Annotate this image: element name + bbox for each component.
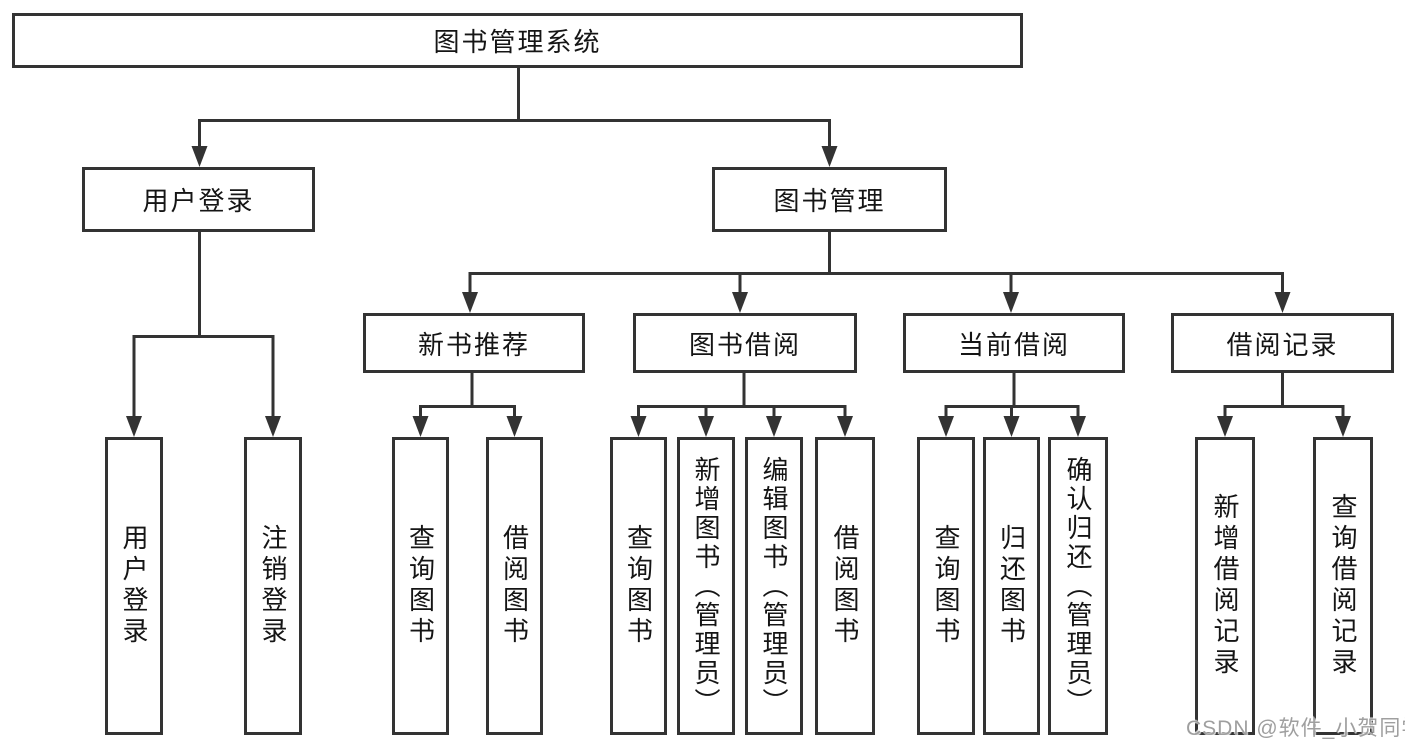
arrow-down-icon (1003, 292, 1019, 313)
leaf-confirm-return-admin: 确认归还（管理员） (1048, 437, 1108, 735)
node-label: 查询图书 (405, 524, 436, 648)
node-label: 新书推荐 (417, 329, 530, 360)
node-label: 新增图书（管理员） (691, 455, 721, 717)
arrow-down-icon (1070, 416, 1086, 437)
node-label: 图书管理系统 (433, 27, 602, 57)
arrow-down-icon (1003, 416, 1020, 437)
leaf-edit-book-admin: 编辑图书（管理员） (745, 437, 803, 735)
arrow-down-icon (837, 416, 853, 437)
node-label: 查询图书 (623, 524, 654, 648)
node-label: 当前借阅 (957, 329, 1070, 360)
node-current-borrow: 当前借阅 (903, 313, 1125, 373)
arrow-down-icon (265, 416, 281, 437)
node-root: 图书管理系统 (12, 13, 1023, 68)
node-label: 图书管理 (773, 186, 886, 216)
arrow-down-icon (766, 416, 782, 437)
node-label: 用户登录 (142, 186, 255, 216)
arrow-down-icon (938, 416, 954, 437)
node-label: 编辑图书（管理员） (759, 455, 789, 717)
node-label: 查询借阅记录 (1328, 493, 1358, 679)
node-label: 注销登录 (258, 524, 288, 648)
arrowheads (126, 146, 1351, 437)
leaf-query-borrow-record: 查询借阅记录 (1313, 437, 1373, 735)
arrow-down-icon (821, 146, 838, 167)
node-label: 借阅图书 (499, 524, 530, 648)
node-label: 新增借阅记录 (1210, 493, 1240, 679)
arrow-down-icon (1217, 416, 1233, 437)
node-user-login: 用户登录 (82, 167, 315, 232)
leaf-add-borrow-record: 新增借阅记录 (1195, 437, 1255, 735)
node-borrow-records: 借阅记录 (1171, 313, 1394, 373)
arrow-down-icon (1274, 292, 1291, 313)
node-label: 用户登录 (119, 524, 149, 648)
leaf-borrow-books-recommend: 借阅图书 (486, 437, 543, 735)
node-label: 确认归还（管理员） (1063, 455, 1093, 717)
leaf-query-books-current: 查询图书 (917, 437, 975, 735)
leaf-query-books-recommend: 查询图书 (392, 437, 449, 735)
arrow-down-icon (1335, 416, 1351, 437)
leaf-user-login: 用户登录 (105, 437, 163, 735)
node-label: 归还图书 (996, 524, 1027, 648)
leaf-borrow-books-2: 借阅图书 (815, 437, 875, 735)
node-label: 借阅记录 (1226, 329, 1339, 360)
node-book-borrow: 图书借阅 (633, 313, 857, 373)
leaf-query-books-borrow: 查询图书 (610, 437, 667, 735)
arrow-down-icon (732, 292, 748, 313)
arrow-down-icon (698, 416, 714, 437)
watermark: CSDN @软件_小贺同学 (1186, 717, 1405, 740)
arrow-down-icon (630, 416, 647, 437)
node-label: 查询图书 (931, 524, 961, 648)
arrow-down-icon (412, 416, 429, 437)
arrow-down-icon (191, 146, 208, 167)
arrow-down-icon (462, 292, 478, 313)
leaf-add-book-admin: 新增图书（管理员） (677, 437, 735, 735)
arrow-down-icon (506, 416, 523, 437)
node-label: 图书借阅 (688, 329, 801, 360)
arrow-down-icon (126, 416, 142, 437)
leaf-return-book: 归还图书 (983, 437, 1040, 735)
leaf-logout: 注销登录 (244, 437, 302, 735)
node-book-management: 图书管理 (712, 167, 947, 232)
node-new-book-recommend: 新书推荐 (363, 313, 585, 373)
node-label: 借阅图书 (830, 524, 860, 648)
